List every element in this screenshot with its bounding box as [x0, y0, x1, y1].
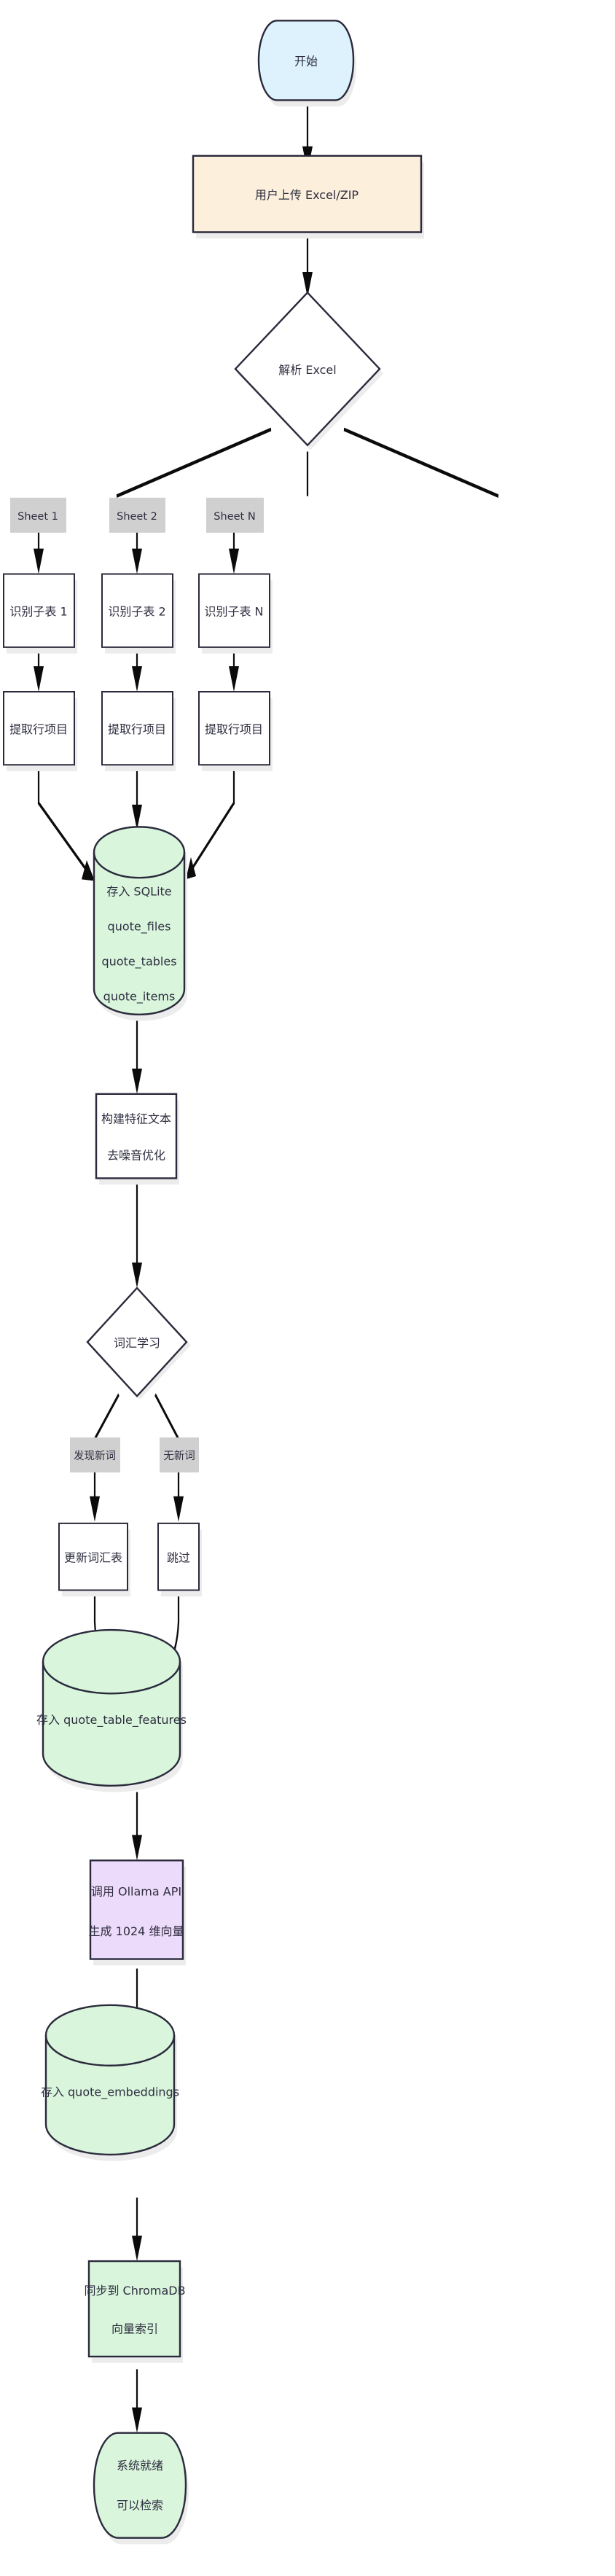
node-extract1[interactable]: 提取行项目: [4, 692, 77, 772]
node-ollama-label-line0: 调用 Ollama API: [91, 1884, 181, 1898]
node-start-label: 开始: [294, 55, 318, 69]
node-detect2[interactable]: 识别子表 2: [102, 574, 176, 654]
node-updatevocab-label: 更新词汇表: [64, 1550, 122, 1564]
node-detect1[interactable]: 识别子表 1: [4, 574, 77, 654]
edge-embeddings-chromadb: [132, 2197, 142, 2262]
node-skip[interactable]: 跳过: [158, 1523, 202, 1597]
edge-label-sheetN-text: Sheet N: [214, 511, 255, 523]
edge-vocab-skip: [154, 1393, 184, 1522]
node-chromadb-label-line1: 向量索引: [111, 2322, 158, 2335]
edge-extract1-sqlite: [37, 763, 95, 881]
node-ollama-label-line1: 生成 1024 维向量: [89, 1924, 184, 1938]
node-detectN[interactable]: 识别子表 N: [199, 574, 273, 654]
node-parse-label: 解析 Excel: [278, 363, 336, 377]
edge-label-newword: 发现新词: [70, 1437, 120, 1473]
node-embeddings-label: 存入 quote_embeddings: [41, 2085, 179, 2099]
node-ollama[interactable]: 调用 Ollama API 生成 1024 维向量: [89, 1860, 186, 1966]
node-detect2-label: 识别子表 2: [108, 604, 165, 618]
edge-vocab-updatevocab: [90, 1393, 120, 1522]
node-ready-label-line1: 可以检索: [117, 2499, 163, 2513]
node-layer: 开始 用户上传 Excel/ZIP 解析 Excel Sheet 1: [4, 20, 424, 2545]
node-vocab-label: 词汇学习: [114, 1336, 160, 1350]
edge-parse-detect1: [34, 427, 272, 574]
edge-tablefeatures-ollama: [132, 1792, 142, 1861]
node-features-label-line0: 构建特征文本: [101, 1112, 171, 1125]
node-upload[interactable]: 用户上传 Excel/ZIP: [193, 156, 424, 239]
node-detect1-label: 识别子表 1: [9, 604, 67, 618]
node-chromadb-label-line0: 同步到 ChromaDB: [84, 2284, 185, 2298]
node-extract2[interactable]: 提取行项目: [102, 692, 176, 772]
node-parse[interactable]: 解析 Excel: [235, 292, 383, 450]
node-sqlite-label-line0: 存入 SQLite: [106, 884, 171, 898]
node-chromadb[interactable]: 同步到 ChromaDB 向量索引: [84, 2261, 186, 2363]
node-extractN[interactable]: 提取行项目: [199, 692, 273, 772]
edge-chromadb-ready: [132, 2369, 142, 2433]
node-vocab[interactable]: 词汇学习: [87, 1288, 191, 1400]
edge-parse-detect2: [132, 451, 309, 574]
node-embeddings[interactable]: 存入 quote_embeddings: [41, 2005, 179, 2161]
node-detectN-label: 识别子表 N: [204, 604, 263, 618]
edge-parse-detectN: [229, 427, 499, 574]
edge-label-sheet2: Sheet 2: [109, 497, 165, 533]
node-upload-label: 用户上传 Excel/ZIP: [255, 188, 359, 202]
node-skip-label: 跳过: [167, 1550, 190, 1564]
edge-label-sheet2-text: Sheet 2: [117, 511, 157, 523]
node-extract1-label: 提取行项目: [9, 722, 68, 736]
node-features[interactable]: 构建特征文本 去噪音优化: [96, 1094, 179, 1185]
edge-label-sheetN: Sheet N: [206, 497, 264, 533]
node-start[interactable]: 开始: [259, 20, 356, 107]
edge-extractN-sqlite: [186, 763, 235, 880]
node-sqlite-label-line2: quote_tables: [101, 954, 176, 969]
node-ready[interactable]: 系统就绪 可以检索: [94, 2433, 189, 2545]
edge-label-nonewword-text: 无新词: [163, 1450, 195, 1462]
node-ready-label-line0: 系统就绪: [117, 2459, 163, 2472]
node-extractN-label: 提取行项目: [205, 722, 263, 736]
node-tablefeatures[interactable]: 存入 quote_table_features: [36, 1630, 187, 1792]
edge-extract2-sqlite: [132, 763, 142, 830]
node-updatevocab[interactable]: 更新词汇表: [59, 1523, 130, 1597]
node-sqlite-label-line1: quote_files: [108, 919, 171, 934]
node-sqlite[interactable]: 存入 SQLite quote_files quote_tables quote…: [94, 827, 187, 1021]
node-tablefeatures-label: 存入 quote_table_features: [36, 1713, 187, 1728]
edge-label-newword-text: 发现新词: [74, 1450, 116, 1462]
edge-sqlite-features: [132, 1020, 142, 1094]
edge-label-sheet1: Sheet 1: [10, 497, 66, 533]
edge-label-sheet1-text: Sheet 1: [17, 511, 58, 523]
node-features-label-line1: 去噪音优化: [107, 1148, 165, 1162]
edge-label-nonewword: 无新词: [160, 1437, 199, 1473]
node-sqlite-label-line3: quote_items: [103, 989, 176, 1004]
node-extract2-label: 提取行项目: [108, 722, 166, 736]
edge-features-vocab: [132, 1178, 142, 1288]
